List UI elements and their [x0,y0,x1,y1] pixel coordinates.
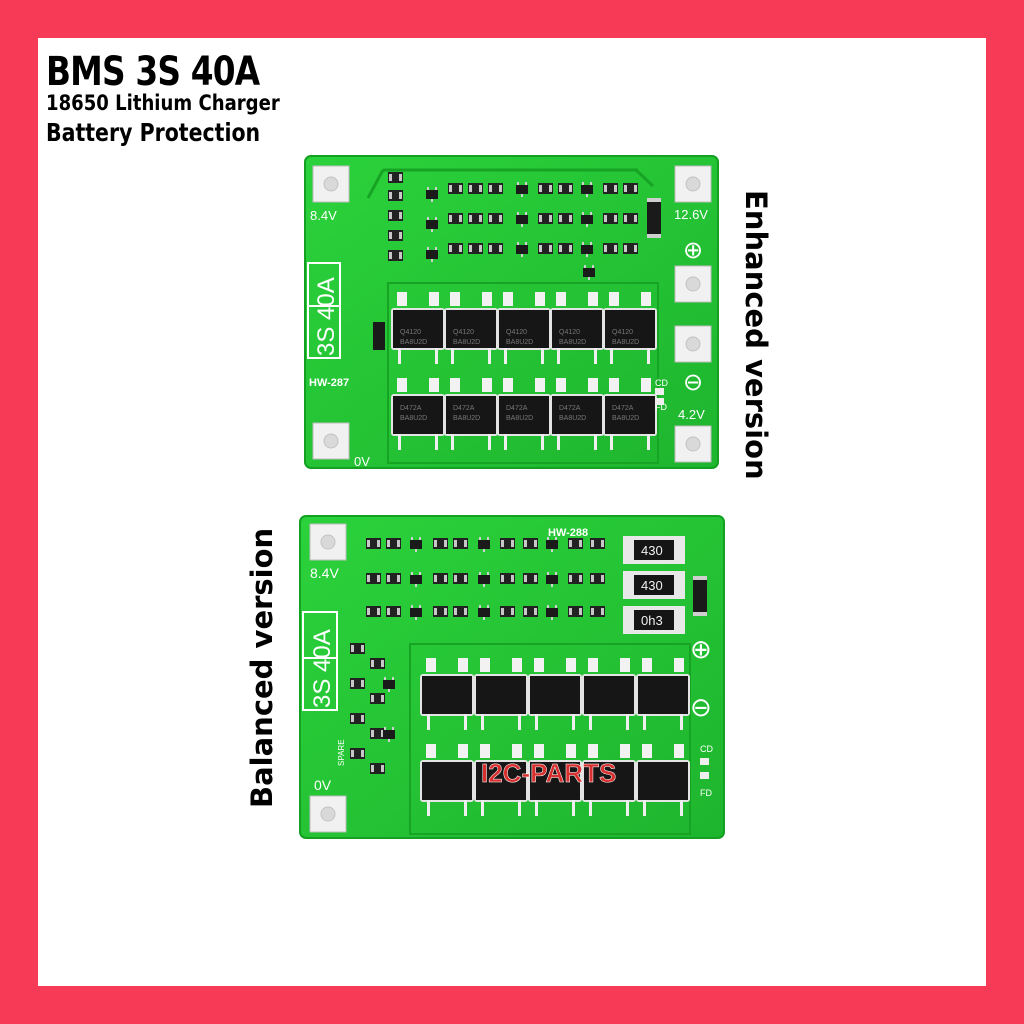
led-fd-label: FD [700,788,712,798]
label-12-6v: 12.6V [674,207,708,222]
svg-text:D472A: D472A [559,405,581,412]
pad-b0 [309,795,347,833]
product-image: BMS 3S 40A 18650 Lithium Charger Battery… [38,38,986,986]
svg-text:Q4120: Q4120 [612,329,633,336]
pad-b1 [309,523,347,561]
svg-text:D472A: D472A [453,405,475,412]
product-title: BMS 3S 40A [46,49,260,95]
led-fd-label: FD [655,402,667,412]
svg-text:3S 40A: 3S 40A [309,629,336,708]
plus-sign: ⊕ [683,237,703,264]
svg-text:Q4120: Q4120 [506,329,527,336]
svg-text:BA8U2D: BA8U2D [559,415,586,422]
product-tagline: Battery Protection [46,118,261,147]
svg-text:Q4120: Q4120 [559,329,580,336]
svg-text:430: 430 [641,578,663,593]
pcb-illustrations: Q4120 Q4120 Q4120 Q4120 Q4120 BA8U2D BA8U2D BA… [299,155,725,839]
svg-text:3S 40A: 3S 40A [313,277,340,356]
svg-text:BA8U2D: BA8U2D [559,339,586,346]
label-4-2v: 4.2V [678,407,705,422]
model-label: HW-287 [309,377,349,389]
svg-text:0h3: 0h3 [641,613,663,628]
label-0v: 0V [314,777,332,793]
pad-b3 [674,265,712,303]
plus-sign: ⊕ [690,634,712,664]
label-8-4v: 8.4V [310,208,337,223]
minus-sign: ⊖ [683,369,703,396]
svg-text:D472A: D472A [506,405,528,412]
pad-b0 [312,422,350,460]
svg-text:BA8U2D: BA8U2D [400,339,427,346]
svg-text:430: 430 [641,543,663,558]
svg-text:BA8U2D: BA8U2D [453,415,480,422]
svg-text:BA8U2D: BA8U2D [453,339,480,346]
svg-text:D472A: D472A [400,405,422,412]
shunt-resistors: 430 430 0h3 [623,536,685,634]
enhanced-board: Q4120 Q4120 Q4120 Q4120 Q4120 BA8U2D BA8U2D BA… [304,155,719,469]
label-0v: 0V [354,454,370,469]
svg-text:BA8U2D: BA8U2D [506,339,533,346]
model-label: HW-288 [548,527,588,539]
watermark: I2C-PARTS [481,758,616,788]
silk-3s-40a: 3S 40A [307,262,341,359]
pad-bminus [674,425,712,463]
svg-text:BA8U2D: BA8U2D [612,339,639,346]
svg-text:BA8U2D: BA8U2D [400,415,427,422]
control-components [350,537,707,774]
pad-b2 [674,165,712,203]
minus-sign: ⊖ [690,692,712,722]
svg-text:BA8U2D: BA8U2D [612,415,639,422]
led-cd-label: CD [700,744,713,754]
label-8-4v: 8.4V [310,565,339,581]
svg-text:D472A: D472A [612,405,634,412]
control-components [373,172,661,350]
balanced-board: 8.4V 0V HW-288 ⊕ ⊖ CD FD SPARE 3S 40A [299,515,725,839]
pad-b1 [312,165,350,203]
product-subtitle: 18650 Lithium Charger [46,91,280,115]
pad-b4 [674,325,712,363]
svg-text:BA8U2D: BA8U2D [506,415,533,422]
svg-text:Q4120: Q4120 [400,329,421,336]
led-cd-label: CD [655,378,668,388]
silk-3s-40a: 3S 40A [302,611,338,711]
svg-text:Q4120: Q4120 [453,329,474,336]
spare-label: SPARE [337,739,346,766]
